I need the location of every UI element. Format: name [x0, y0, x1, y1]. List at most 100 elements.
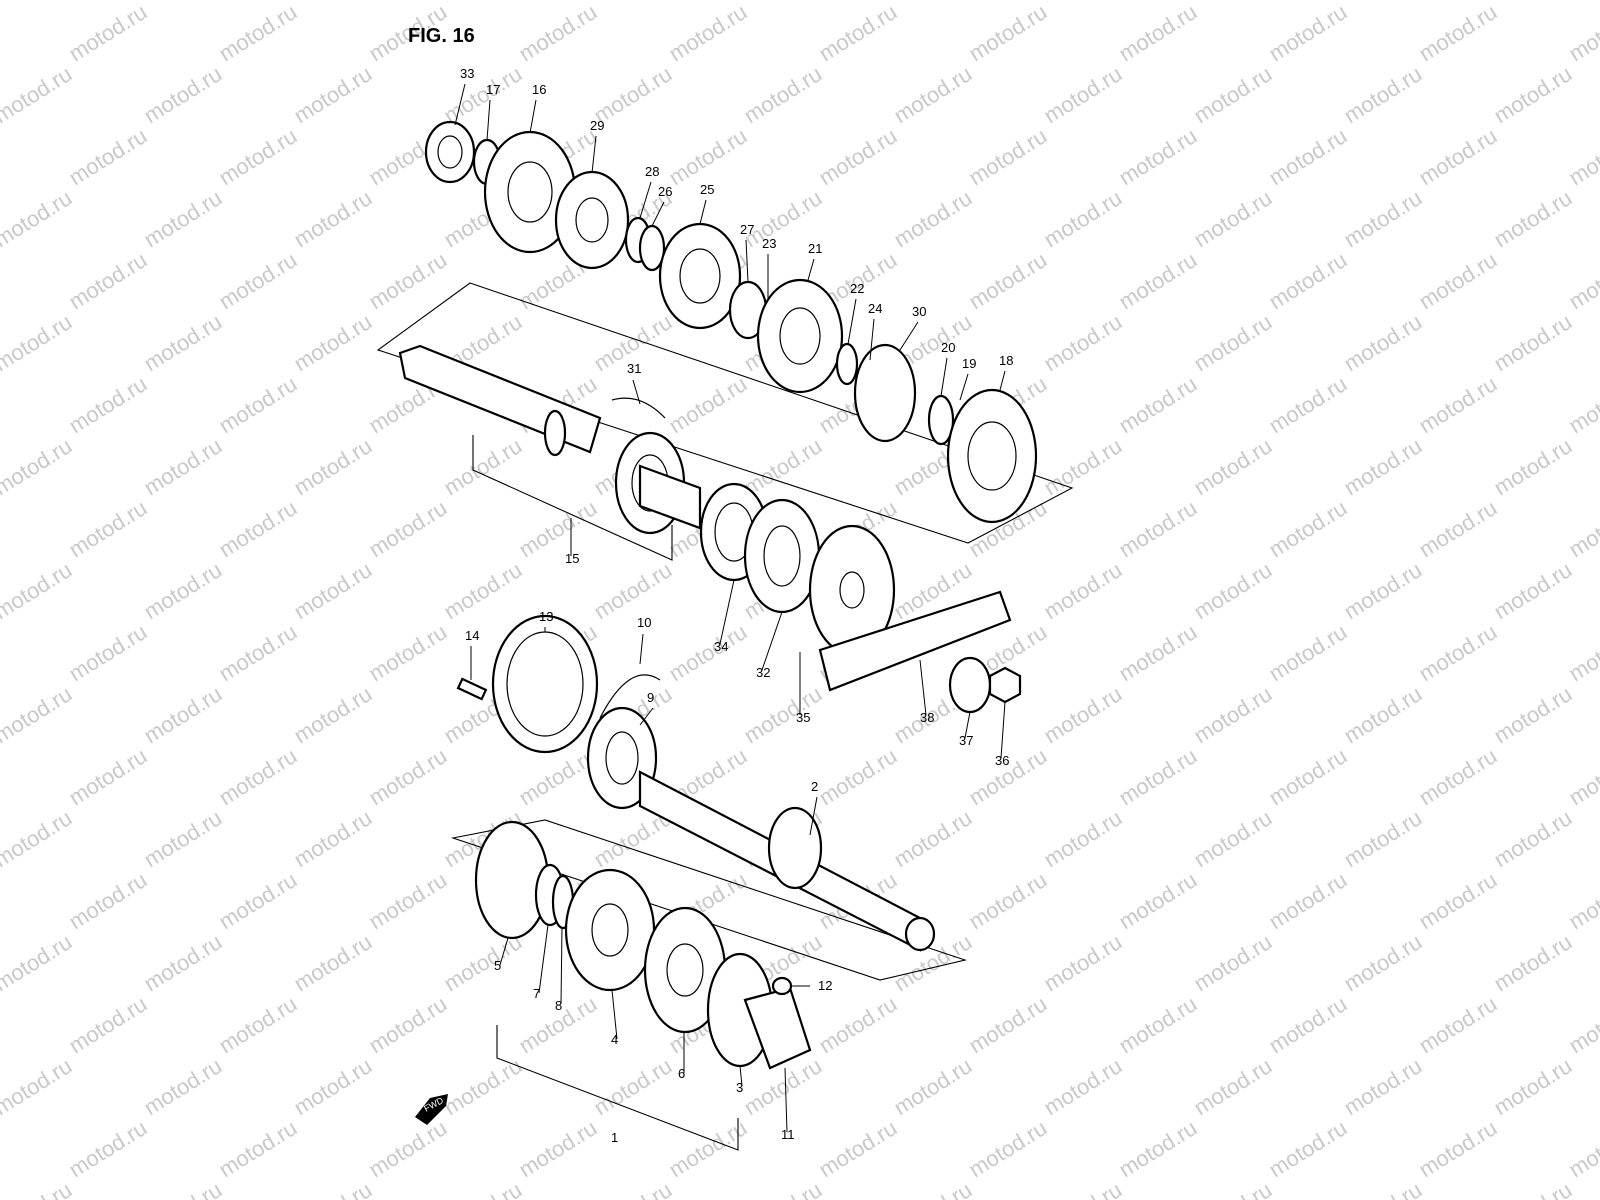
- watermark-text: motod.ru: [1039, 929, 1126, 996]
- gear-4: [564, 868, 656, 992]
- watermark-text: motod.ru: [289, 0, 376, 4]
- leader-line: [999, 370, 1006, 391]
- watermark-text: motod.ru: [1564, 247, 1600, 314]
- leader-line: [538, 924, 549, 994]
- leader-line: [959, 373, 969, 401]
- part-label-31: 31: [627, 361, 641, 376]
- watermark-text: motod.ru: [1039, 433, 1126, 500]
- watermark-text: motod.ru: [439, 929, 526, 996]
- watermark-text: motod.ru: [439, 61, 526, 128]
- watermark-text: motod.ru: [739, 0, 826, 4]
- leader-line: [499, 937, 509, 966]
- watermark-text: motod.ru: [1414, 123, 1501, 190]
- watermark-text: motod.ru: [64, 1115, 151, 1182]
- watermark-text: motod.ru: [0, 1053, 76, 1120]
- gear-2: [767, 806, 823, 890]
- watermark-text: motod.ru: [1564, 991, 1600, 1058]
- watermark-text: motod.ru: [214, 991, 301, 1058]
- watermark-text: motod.ru: [1489, 61, 1576, 128]
- watermark-text: motod.ru: [1339, 309, 1426, 376]
- leader-lines: [454, 83, 1006, 1133]
- watermark-text: motod.ru: [1114, 619, 1201, 686]
- watermark-text: motod.ru: [964, 247, 1051, 314]
- watermark-text: motod.ru: [589, 1177, 676, 1200]
- watermark-text: motod.ru: [289, 681, 376, 748]
- watermark-text: motod.ru: [214, 1115, 301, 1182]
- gear-30: [853, 343, 917, 443]
- watermark-text: motod.ru: [889, 0, 976, 4]
- watermark-text: motod.ru: [364, 743, 451, 810]
- watermark-text: motod.ru: [214, 867, 301, 934]
- watermark-text: motod.ru: [1264, 495, 1351, 562]
- watermark-text: motod.ru: [964, 867, 1051, 934]
- watermark-text: motod.ru: [1414, 991, 1501, 1058]
- watermark-text: motod.ru: [439, 557, 526, 624]
- pin-12: [771, 976, 793, 996]
- watermark-text: motod.ru: [1189, 1053, 1276, 1120]
- watermark-text: motod.ru: [1114, 867, 1201, 934]
- leader-line: [899, 321, 919, 351]
- watermark-text: motod.ru: [0, 681, 76, 748]
- part-label-18: 18: [999, 353, 1013, 368]
- leader-line: [719, 579, 735, 645]
- watermark-text: motod.ru: [1189, 0, 1276, 4]
- watermark-text: motod.ru: [1264, 743, 1351, 810]
- lower-gear-stack: [474, 820, 812, 1070]
- spacer-32: [743, 498, 821, 614]
- part-label-20: 20: [941, 340, 955, 355]
- part-label-38: 38: [920, 710, 934, 725]
- watermark-text: motod.ru: [214, 619, 301, 686]
- part-label-11: 11: [781, 1127, 795, 1142]
- leader-line: [639, 181, 652, 219]
- leader-line: [639, 633, 644, 665]
- watermark-text: motod.ru: [739, 681, 826, 748]
- leader-line: [486, 99, 491, 141]
- part-label-23: 23: [762, 236, 776, 251]
- watermark-text: motod.ru: [1039, 1177, 1126, 1200]
- watermark-text: motod.ru: [1564, 0, 1600, 66]
- watermark-text: motod.ru: [289, 557, 376, 624]
- watermark-text: motod.ru: [139, 0, 226, 4]
- leader-line: [639, 707, 654, 726]
- watermark-text: motod.ru: [1564, 1115, 1600, 1182]
- watermark-text: motod.ru: [139, 1177, 226, 1200]
- watermark-text: motod.ru: [364, 247, 451, 314]
- watermark-text: motod.ru: [1264, 123, 1351, 190]
- part-label-4: 4: [611, 1032, 618, 1047]
- watermark-text: motod.ru: [64, 247, 151, 314]
- watermark-text: motod.ru: [1489, 185, 1576, 252]
- watermark-text: motod.ru: [1339, 61, 1426, 128]
- watermark-text: motod.ru: [439, 0, 526, 4]
- gear-29: [554, 170, 630, 270]
- watermark-text: motod.ru: [0, 309, 76, 376]
- watermark-text: motod.ru: [1339, 681, 1426, 748]
- watermark-text: motod.ru: [1339, 1177, 1426, 1200]
- watermark-text: motod.ru: [289, 805, 376, 872]
- watermark-text: motod.ru: [1264, 991, 1351, 1058]
- watermark-text: motod.ru: [1189, 929, 1276, 996]
- watermark-text: motod.ru: [1339, 1053, 1426, 1120]
- retainer-group: [456, 614, 661, 754]
- watermark-text: motod.ru: [1414, 0, 1501, 66]
- watermark-text: motod.ru: [814, 991, 901, 1058]
- leader-line: [745, 239, 749, 283]
- main-shaft-2: [586, 706, 936, 952]
- part-label-5: 5: [494, 958, 501, 973]
- leader-line: [699, 199, 707, 225]
- watermark-text: motod.ru: [1264, 1115, 1351, 1182]
- part-label-6: 6: [678, 1066, 685, 1081]
- leader-line: [611, 989, 618, 1040]
- leader-line: [807, 258, 815, 281]
- watermark-text: motod.ru: [1264, 371, 1351, 438]
- watermark-text: motod.ru: [364, 495, 451, 562]
- watermark-text: motod.ru: [1564, 495, 1600, 562]
- watermark-text: motod.ru: [139, 1053, 226, 1120]
- watermark-text: motod.ru: [889, 61, 976, 128]
- nut-36: [988, 666, 1022, 704]
- watermark-text: motod.ru: [364, 1115, 451, 1182]
- watermark-text: motod.ru: [1114, 371, 1201, 438]
- watermark-text: motod.ru: [0, 805, 76, 872]
- part-label-10: 10: [637, 615, 651, 630]
- watermark-text: motod.ru: [1114, 0, 1201, 66]
- watermark-text: motod.ru: [1564, 743, 1600, 810]
